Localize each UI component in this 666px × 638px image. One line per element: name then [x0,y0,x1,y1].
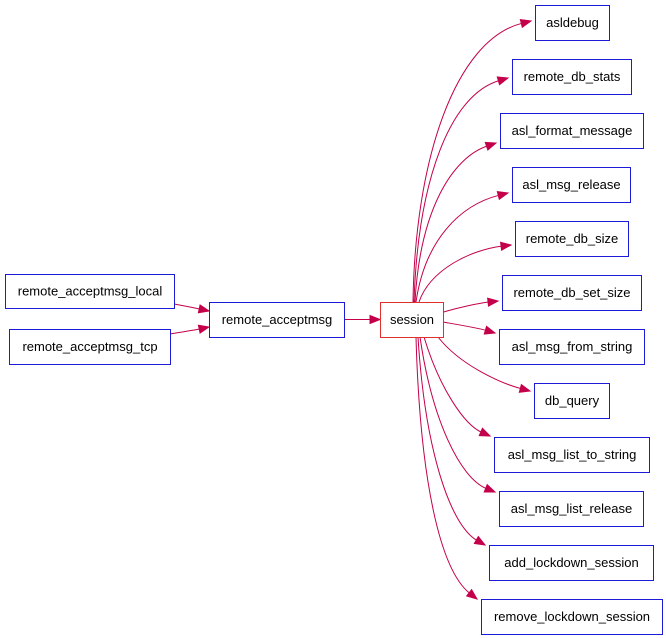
node-asl-msg-list-release[interactable]: asl_msg_list_release [499,491,644,527]
node-label: remote_acceptmsg [222,312,333,327]
node-label: asl_msg_list_to_string [508,447,637,462]
node-box [515,221,629,257]
edge-session-to-remote_db_size [418,241,513,303]
arrowhead [197,324,211,334]
node-label: session [390,312,434,327]
node-label: remote_acceptmsg_local [18,283,163,298]
edge-line [419,336,487,490]
edge-line [442,321,487,331]
arrowhead [478,427,492,437]
edge-remote_acceptmsg_tcp-to-remote_acceptmsg [169,324,211,335]
node-box [512,167,631,203]
node-box [535,5,610,41]
node-box [500,113,644,149]
edge-session-to-asl_msg_release [415,190,510,303]
edge-session-to-asl_msg_from_string [442,321,497,335]
arrowhead [473,535,487,546]
arrowhead [483,325,497,335]
edge-line [439,301,490,314]
node-remote-db-stats[interactable]: remote_db_stats [512,59,632,95]
edge-line [417,336,478,541]
node-label: remote_db_size [526,231,619,246]
edge-line [413,80,500,303]
edge-session-to-asl_msg_list_release [419,336,497,493]
node-asl-format-message[interactable]: asl_format_message [500,113,644,149]
edge-session-to-asl_format_message [414,141,498,303]
node-box [512,59,632,95]
node-box [9,329,171,365]
edges-layer [169,18,533,600]
edge-session-to-remove_lockdown_session [415,336,479,600]
node-asldebug[interactable]: asldebug [535,5,610,41]
nodes-layer: remote_acceptmsg_local remote_acceptmsg_t… [5,5,663,635]
node-label: db_query [545,393,600,408]
edge-session-to-remote_db_set_size [439,297,500,314]
arrowhead [487,297,500,307]
node-label: remove_lockdown_session [494,609,650,624]
node-add-lockdown-session[interactable]: add_lockdown_session [489,545,654,581]
node-box [499,491,644,527]
node-box [502,275,642,311]
edge-line [169,328,201,335]
edge-line [423,336,482,433]
edge-session-to-asldebug [412,18,533,303]
node-remote-db-set-size[interactable]: remote_db_set_size [502,275,642,311]
arrowhead [500,241,513,251]
node-label: asl_msg_from_string [512,339,633,354]
node-remote-acceptmsg-local[interactable]: remote_acceptmsg_local [5,274,175,309]
node-box [481,599,663,635]
node-label: asl_format_message [512,123,633,138]
edge-session-to-asl_msg_list_to_string [423,336,492,437]
node-session[interactable]: session [380,302,444,338]
edge-line [415,336,471,594]
node-remote-db-size[interactable]: remote_db_size [515,221,629,257]
arrowhead [484,141,498,151]
edge-session-to-remote_db_stats [413,76,510,303]
node-label: remote_db_stats [524,69,621,84]
arrowhead [483,483,497,493]
arrowhead [519,18,533,29]
edge-remote_acceptmsg_local-to-remote_acceptmsg [173,303,211,314]
node-box [380,302,444,338]
node-box [534,383,610,419]
edge-remote_acceptmsg-to-session [343,314,382,325]
arrowhead [197,304,211,314]
node-remove-lockdown-session[interactable]: remove_lockdown_session [481,599,663,635]
arrowhead [369,314,382,325]
node-label: asl_msg_release [522,177,620,192]
node-box [489,545,654,581]
arrowhead [518,383,532,393]
node-asl-msg-list-to-string[interactable]: asl_msg_list_to_string [494,437,650,473]
arrowhead [496,190,510,201]
node-box [494,437,650,473]
node-box [499,329,645,365]
node-box [209,302,345,338]
node-box [5,274,175,309]
node-label: remote_acceptmsg_tcp [22,339,157,354]
node-label: add_lockdown_session [504,555,638,570]
edge-line [414,145,488,303]
arrowhead [496,76,510,86]
edge-session-to-db_query [437,336,532,393]
arrowhead [465,588,479,600]
edge-session-to-add_lockdown_session [417,336,487,546]
edge-line [173,303,201,310]
edge-line [418,245,503,303]
node-db-query[interactable]: db_query [534,383,610,419]
node-label: asl_msg_list_release [511,501,632,516]
node-label: asldebug [546,15,599,30]
edge-line [437,336,522,390]
node-label: remote_db_set_size [513,285,630,300]
node-remote-acceptmsg-tcp[interactable]: remote_acceptmsg_tcp [9,329,171,365]
edge-line [412,22,523,303]
edge-line [415,194,500,303]
node-remote-acceptmsg[interactable]: remote_acceptmsg [209,302,345,338]
node-asl-msg-release[interactable]: asl_msg_release [512,167,631,203]
node-asl-msg-from-string[interactable]: asl_msg_from_string [499,329,645,365]
